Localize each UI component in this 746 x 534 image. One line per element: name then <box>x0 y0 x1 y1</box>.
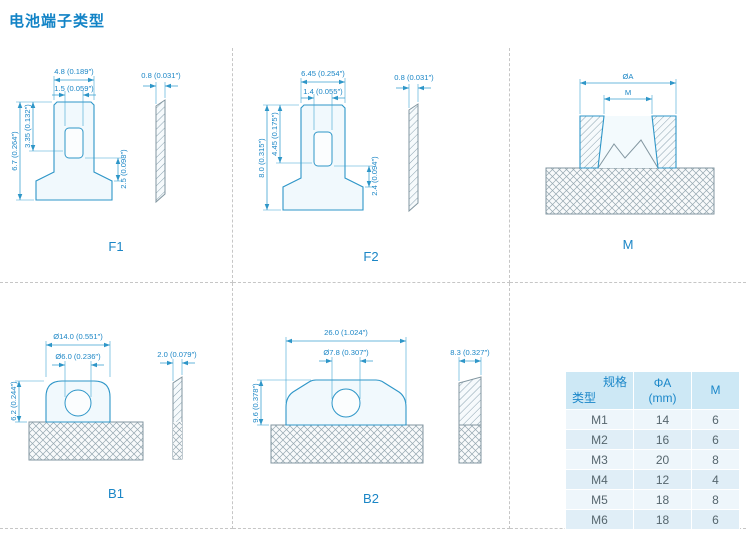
table-header-spec-type: 规格 类型 <box>565 371 634 410</box>
cell-type: M1 <box>565 409 634 430</box>
b1-hole <box>64 389 92 417</box>
b2-dim-thickness: 8.3 (0.327″) <box>450 348 490 357</box>
cell-phiA: 14 <box>633 409 692 430</box>
f2-dim-thickness: 0.8 (0.031″) <box>394 73 434 82</box>
table-header-type: 类型 <box>572 391 597 405</box>
cell-phiA: 20 <box>633 449 692 470</box>
table-header-m: M <box>691 371 740 410</box>
cell-m: 6 <box>691 509 740 530</box>
b1-dim-thickness: 2.0 (0.079″) <box>157 350 197 359</box>
cell-m: 4 <box>691 469 740 490</box>
b2-hole <box>331 388 361 418</box>
m-left-wall <box>579 115 605 169</box>
m-dim-outer: ØA <box>623 72 635 81</box>
panel-f2: 6.45 (0.254″) 1.4 (0.055″) 8.0 (0.315″) … <box>233 48 510 283</box>
table-header-phiA-symbol: ΦA <box>653 375 672 390</box>
b2-drawing: 26.0 (1.024″) Ø7.8 (0.307″) 9.6 (0.378″)… <box>251 328 490 464</box>
panel-f1-label: F1 <box>108 239 124 254</box>
f2-dim-height: 8.0 (0.315″) <box>257 138 266 178</box>
m-dimensions: ØA M <box>579 72 677 114</box>
b2-base <box>270 424 424 464</box>
table-row: M4 12 4 <box>565 469 740 490</box>
b1-dimensions: Ø14.0 (0.551″) Ø6.0 (0.236″) 6.2 (0.244″… <box>9 332 197 423</box>
f2-dim-slot-offset: 2.4 (0.094″) <box>370 156 379 196</box>
f1-dim-slot-offset: 2.5 (0.098″) <box>119 149 128 189</box>
b1-drawing: Ø14.0 (0.551″) Ø6.0 (0.236″) 6.2 (0.244″… <box>9 332 197 461</box>
table-header-phiA: ΦA (mm) <box>633 371 692 410</box>
panel-m: ØA M M <box>510 48 746 283</box>
m-thread-break-line <box>597 139 659 169</box>
b2-dim-height: 9.6 (0.378″) <box>251 383 260 423</box>
b1-base <box>28 421 144 461</box>
cell-m: 8 <box>691 449 740 470</box>
m-dim-thread: M <box>625 88 631 97</box>
table-row: M5 18 8 <box>565 489 740 510</box>
cell-m: 8 <box>691 489 740 510</box>
f1-slot <box>64 127 84 159</box>
f2-side-view <box>408 103 419 213</box>
panel-b1: Ø14.0 (0.551″) Ø6.0 (0.236″) 6.2 (0.244″… <box>0 283 233 529</box>
panel-b2: 26.0 (1.024″) Ø7.8 (0.307″) 9.6 (0.378″)… <box>233 283 510 529</box>
cell-type: M6 <box>565 509 634 530</box>
b2-side-view <box>458 376 482 464</box>
panel-b2-label: B2 <box>363 491 379 506</box>
panel-f1: 4.8 (0.189″) 1.5 (0.059″) 6.7 (0.264″) 3… <box>0 48 233 283</box>
f1-dim-width: 4.8 (0.189″) <box>54 67 94 76</box>
f2-dim-slot-width: 1.4 (0.055″) <box>303 87 343 96</box>
m-terminal-section <box>579 115 677 169</box>
cell-m: 6 <box>691 429 740 450</box>
m-drawing: ØA M <box>545 72 715 215</box>
cell-phiA: 12 <box>633 469 692 490</box>
table-header-phiA-unit: (mm) <box>648 390 677 405</box>
table-row: M1 14 6 <box>565 409 740 430</box>
f1-side-view <box>155 99 166 204</box>
terminal-spec-table: 规格 类型 ΦA (mm) M M1 14 6 M2 16 6 <box>565 371 740 530</box>
cell-phiA: 18 <box>633 489 692 510</box>
panel-f2-label: F2 <box>363 249 379 264</box>
f2-dim-inner-height: 4.45 (0.175″) <box>270 112 279 156</box>
page-title: 电池端子类型 <box>9 13 106 30</box>
cell-type: M5 <box>565 489 634 510</box>
f2-drawing: 6.45 (0.254″) 1.4 (0.055″) 8.0 (0.315″) … <box>257 69 434 213</box>
b1-dim-outer: Ø14.0 (0.551″) <box>53 332 103 341</box>
cell-type: M3 <box>565 449 634 470</box>
b1-side-view <box>172 376 183 460</box>
panel-m-label: M <box>622 237 634 252</box>
f2-front-view <box>282 104 364 211</box>
f1-dimensions: 4.8 (0.189″) 1.5 (0.059″) 6.7 (0.264″) 3… <box>10 67 181 201</box>
b1-dim-hole: Ø6.0 (0.236″) <box>55 352 101 361</box>
b2-dimensions: 26.0 (1.024″) Ø7.8 (0.307″) 9.6 (0.378″)… <box>251 328 490 426</box>
m-base <box>545 167 715 215</box>
f2-dim-width: 6.45 (0.254″) <box>301 69 345 78</box>
b2-dim-width: 26.0 (1.024″) <box>324 328 368 337</box>
table-row: M2 16 6 <box>565 429 740 450</box>
table-row: M3 20 8 <box>565 449 740 470</box>
b1-dim-height: 6.2 (0.244″) <box>9 381 18 421</box>
panel-spec-table: 规格 类型 ΦA (mm) M M1 14 6 M2 16 6 <box>510 283 746 530</box>
cell-phiA: 18 <box>633 509 692 530</box>
b2-front-view <box>285 379 407 426</box>
table-header-spec: 规格 <box>602 375 627 389</box>
b1-front-view <box>45 380 111 423</box>
f1-dim-thickness: 0.8 (0.031″) <box>141 71 181 80</box>
cell-type: M2 <box>565 429 634 450</box>
cell-phiA: 16 <box>633 429 692 450</box>
cell-type: M4 <box>565 469 634 490</box>
b2-dim-hole: Ø7.8 (0.307″) <box>323 348 369 357</box>
f1-drawing: 4.8 (0.189″) 1.5 (0.059″) 6.7 (0.264″) 3… <box>10 67 181 204</box>
cell-m: 6 <box>691 409 740 430</box>
panel-b1-label: B1 <box>108 486 124 501</box>
table-header-row: 规格 类型 ΦA (mm) M <box>565 371 740 410</box>
m-right-wall <box>651 115 677 169</box>
f1-front-view <box>35 101 113 201</box>
table-row: M6 18 6 <box>565 509 740 530</box>
f2-slot <box>313 131 333 167</box>
f1-dim-inner-height: 3.35 (0.132″) <box>23 104 32 148</box>
f1-dim-slot-width: 1.5 (0.059″) <box>54 84 94 93</box>
f1-dim-height: 6.7 (0.264″) <box>10 131 19 171</box>
f2-dimensions: 6.45 (0.254″) 1.4 (0.055″) 8.0 (0.315″) … <box>257 69 434 211</box>
